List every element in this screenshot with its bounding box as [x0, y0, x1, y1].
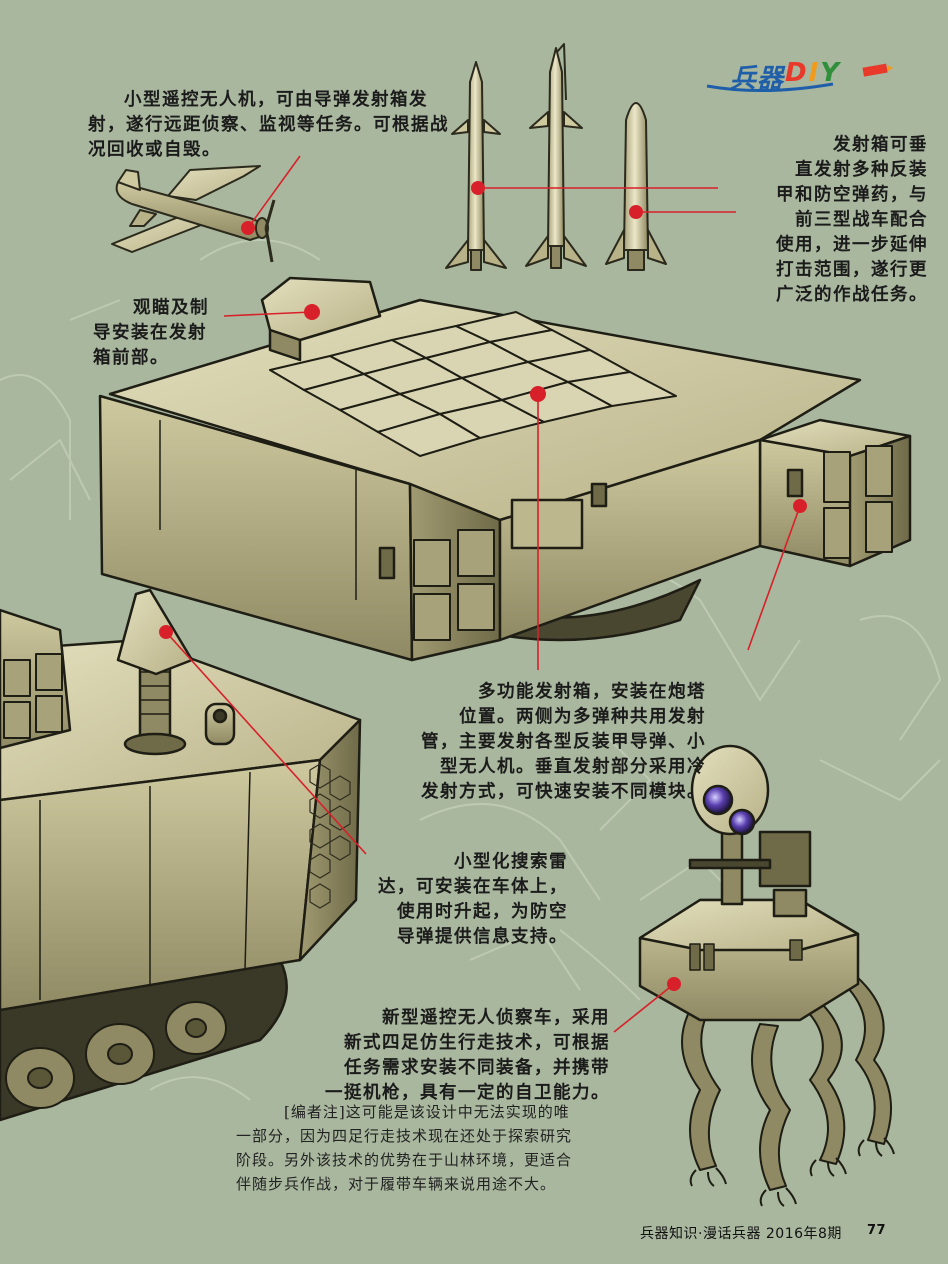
launcher-drawing — [98, 276, 912, 662]
logo-letter: Y — [820, 58, 842, 88]
caption-line: 小型化搜索雷 — [454, 852, 568, 872]
missiles-drawing — [445, 43, 667, 271]
caption-line: 型无人机。垂直发射部分采用冷 — [440, 757, 706, 777]
page-number: 77 — [867, 1223, 887, 1238]
editor-note-line: 一部分，因为四足行走技术现在还处于探索研究 — [236, 1127, 573, 1145]
caption-radar: 小型化搜索雷 达，可安装在车体上， 使用时升起，为防空 导弹提供信息支持。 — [360, 850, 568, 950]
caption-line: 箱前部。 — [93, 348, 169, 368]
caption-line: 导安装在发射 — [93, 323, 207, 343]
callout-lines — [165, 155, 801, 1033]
caption-missiles: 发射箱可垂 直发射多种反装 甲和防空弹药，与 前三型战车配合 使用，进一步延伸 … — [728, 133, 928, 308]
page-footer: 兵器知识·漫话兵器 2016年8期 77 — [640, 1223, 886, 1243]
uav-drawing — [111, 165, 276, 263]
caption-line: 观瞄及制 — [133, 298, 209, 318]
tank-hull-drawing — [0, 588, 362, 1122]
caption-line: 甲和防空弹药，与 — [776, 185, 928, 205]
caption-line: 况回收或自毁。 — [88, 140, 221, 160]
logo-diy-text: DIY — [785, 58, 841, 88]
caption-line: 一挺机枪，具有一定的自卫能力。 — [325, 1083, 610, 1103]
caption-line: 达，可安装在车体上， — [378, 877, 568, 897]
publication-info: 兵器知识·漫话兵器 2016年8期 — [640, 1226, 842, 1242]
caption-line: 使用时升起，为防空 — [397, 902, 568, 922]
column-logo: 兵器 DIY — [703, 56, 893, 96]
caption-uav: 小型遥控无人机，可由导弹发射箱发 射，遂行远距侦察、监视等任务。可根据战 况回收… — [88, 88, 458, 163]
editor-note-line: [编者注]这可能是该设计中无法实现的唯 — [284, 1103, 570, 1121]
caption-line: 打击范围，遂行更 — [776, 260, 928, 280]
logo-swoosh-icon — [706, 63, 893, 93]
caption-line: 使用，进一步延伸 — [776, 235, 928, 255]
caption-line: 任务需求安装不同装备，并携带 — [344, 1058, 610, 1078]
editor-note: [编者注]这可能是该设计中无法实现的唯 一部分，因为四足行走技术现在还处于探索研… — [236, 1100, 608, 1196]
logo-diy: DIY — [785, 58, 841, 88]
logo-letter: D — [785, 58, 809, 88]
caption-line: 广泛的作战任务。 — [776, 285, 928, 305]
caption-line: 新式四足仿生行走技术，可根据 — [344, 1033, 610, 1053]
caption-line: 导弹提供信息支持。 — [397, 927, 568, 947]
caption-line: 发射箱可垂 — [833, 135, 928, 155]
caption-line: 直发射多种反装 — [795, 160, 928, 180]
editor-note-line: 阶段。另外该技术的优势在于山林环境，更适合 — [236, 1151, 573, 1169]
caption-line: 小型遥控无人机，可由导弹发射箱发 — [124, 90, 428, 110]
robot-drawing — [638, 744, 895, 1207]
caption-robot: 新型遥控无人侦察车，采用 新式四足仿生行走技术，可根据 任务需求安装不同装备，并… — [310, 1006, 610, 1106]
caption-line: 管，主要发射各型反装甲导弹、小 — [421, 732, 706, 752]
caption-line: 新型遥控无人侦察车，采用 — [382, 1008, 610, 1028]
caption-line: 发射方式，可快速安装不同模块。 — [421, 782, 706, 802]
caption-sight: 观瞄及制 导安装在发射 箱前部。 — [93, 296, 253, 371]
caption-line: 多功能发射箱，安装在炮塔 — [478, 682, 706, 702]
caption-line: 位置。两侧为多弹种共用发射 — [459, 707, 706, 727]
logo-letter: I — [808, 58, 821, 88]
logo-title: 兵器 — [730, 64, 785, 94]
editor-note-line: 伴随步兵作战，对于履带车辆来说用途不大。 — [236, 1175, 557, 1193]
caption-line: 射，遂行远距侦察、监视等任务。可根据战 — [88, 115, 449, 135]
caption-line: 前三型战车配合 — [795, 210, 928, 230]
caption-launcher: 多功能发射箱，安装在炮塔 位置。两侧为多弹种共用发射 管，主要发射各型反装甲导弹… — [406, 680, 706, 805]
